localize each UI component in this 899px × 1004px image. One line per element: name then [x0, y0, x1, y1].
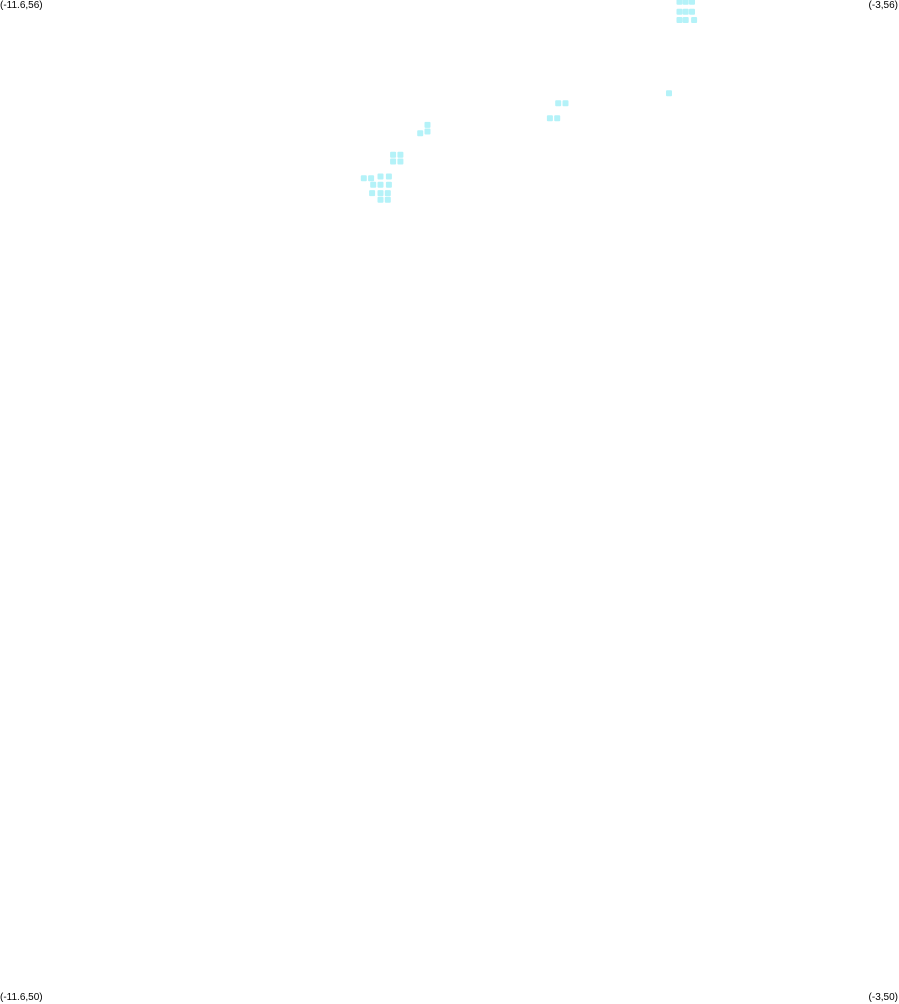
- map-point: [377, 196, 384, 203]
- corner-label-bottom-left: (-11.6,50): [0, 992, 43, 1003]
- map-point: [385, 173, 392, 180]
- map-point: [377, 190, 384, 197]
- map-point: [424, 128, 431, 135]
- map-point: [554, 115, 561, 122]
- corner-label-top-right: (-3,56): [868, 0, 898, 11]
- map-point: [676, 0, 683, 5]
- map-point: [377, 173, 384, 180]
- map-point: [397, 151, 404, 158]
- map-point: [689, 8, 695, 15]
- corner-label-top-left: (-11.6,56): [0, 0, 43, 11]
- map-point: [368, 175, 375, 182]
- map-point: [682, 0, 689, 5]
- map-point: [689, 0, 695, 5]
- corner-label-bottom-right: (-3,50): [868, 992, 898, 1003]
- map-point: [424, 121, 431, 128]
- map-point: [682, 8, 689, 15]
- map-point: [385, 181, 392, 188]
- map-point: [377, 181, 384, 188]
- map-point: [691, 17, 698, 23]
- map-point: [417, 130, 424, 137]
- map-point: [562, 100, 569, 107]
- map-point: [682, 17, 689, 23]
- map-point: [369, 190, 376, 197]
- map-point: [384, 190, 391, 197]
- map-point: [666, 90, 672, 97]
- map-point: [370, 181, 377, 188]
- map-point: [555, 100, 562, 107]
- map-point: [390, 151, 397, 158]
- map-point: [397, 158, 404, 165]
- map-point: [676, 17, 683, 23]
- map-point: [390, 158, 397, 165]
- map-point: [676, 8, 683, 15]
- map-point: [546, 115, 553, 122]
- map-point: [360, 175, 367, 182]
- map-point: [384, 196, 391, 203]
